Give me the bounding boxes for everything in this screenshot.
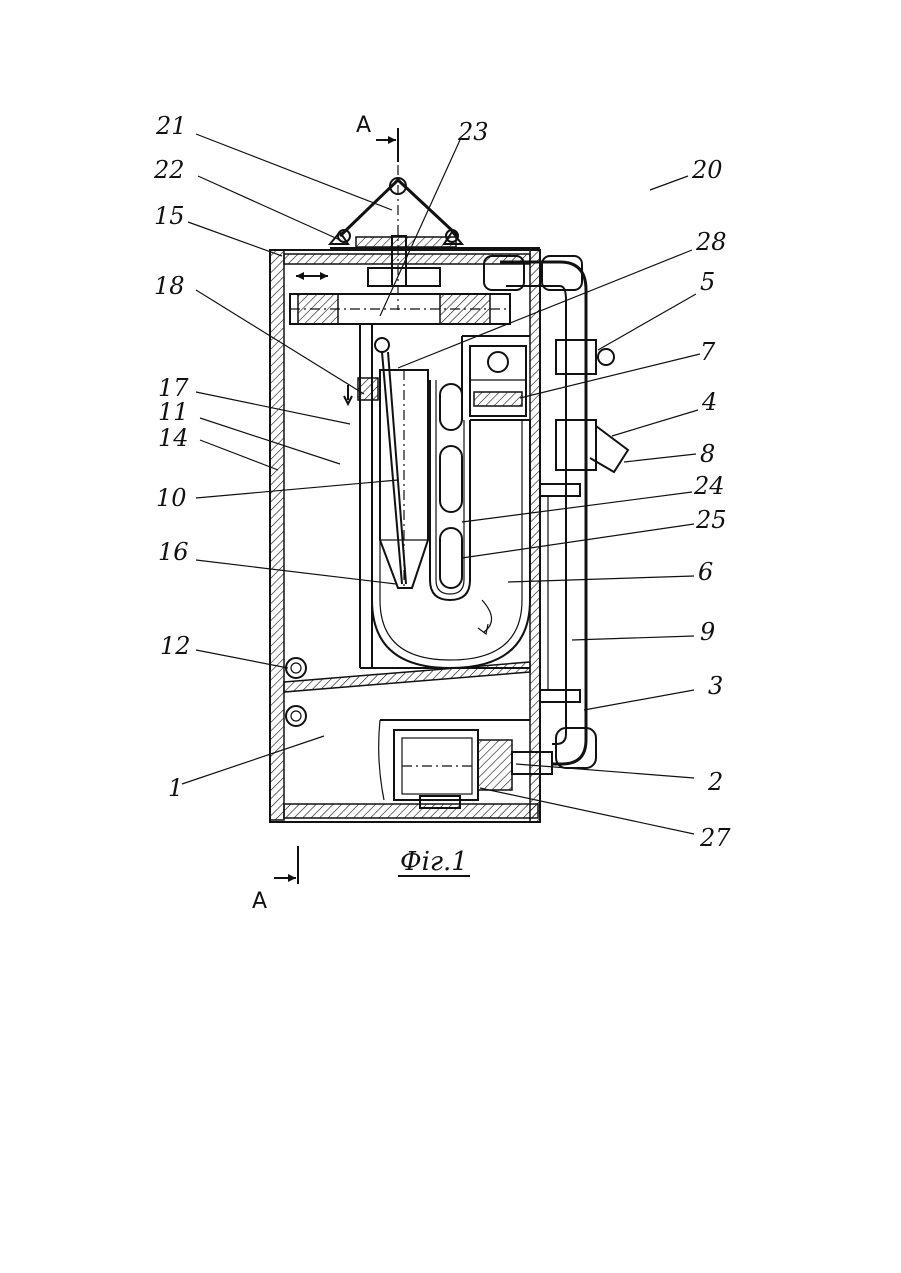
callout-4: 4 <box>701 388 717 416</box>
callout-3: 3 <box>708 672 723 700</box>
callout-22: 22 <box>153 156 185 184</box>
callout-14: 14 <box>158 424 189 452</box>
section-letter-bottom: A <box>252 889 267 914</box>
pump-motor <box>394 730 552 808</box>
lid-assembly <box>330 237 540 248</box>
callout-6: 6 <box>698 558 713 586</box>
callout-2: 2 <box>707 768 723 796</box>
callout-27: 27 <box>699 824 731 852</box>
callout-1: 1 <box>168 774 183 802</box>
callout-15: 15 <box>154 202 185 230</box>
callout-21: 21 <box>155 112 187 140</box>
carry-handle <box>330 178 462 244</box>
callout-9: 9 <box>700 618 715 646</box>
callout-11: 11 <box>158 398 189 426</box>
callout-25: 25 <box>695 506 727 534</box>
figure-caption: Фіг.1 <box>400 847 468 877</box>
section-mark-bottom <box>274 846 298 884</box>
u-tube <box>372 380 530 668</box>
external-pipe <box>484 256 628 768</box>
inner-chamber <box>360 324 530 668</box>
callout-8: 8 <box>700 440 715 468</box>
heater-block <box>470 346 526 416</box>
callout-5: 5 <box>700 268 715 296</box>
callout-24: 24 <box>693 472 725 500</box>
callout-18: 18 <box>154 272 185 300</box>
callout-7: 7 <box>700 338 716 366</box>
callout-28: 28 <box>695 228 727 256</box>
callout-20: 20 <box>691 156 723 184</box>
callout-16: 16 <box>158 538 189 566</box>
callout-23: 23 <box>457 118 489 146</box>
callout-10: 10 <box>156 484 187 512</box>
callout-12: 12 <box>160 632 191 660</box>
filter-cone <box>344 338 428 588</box>
section-letter-top: A <box>356 113 371 138</box>
